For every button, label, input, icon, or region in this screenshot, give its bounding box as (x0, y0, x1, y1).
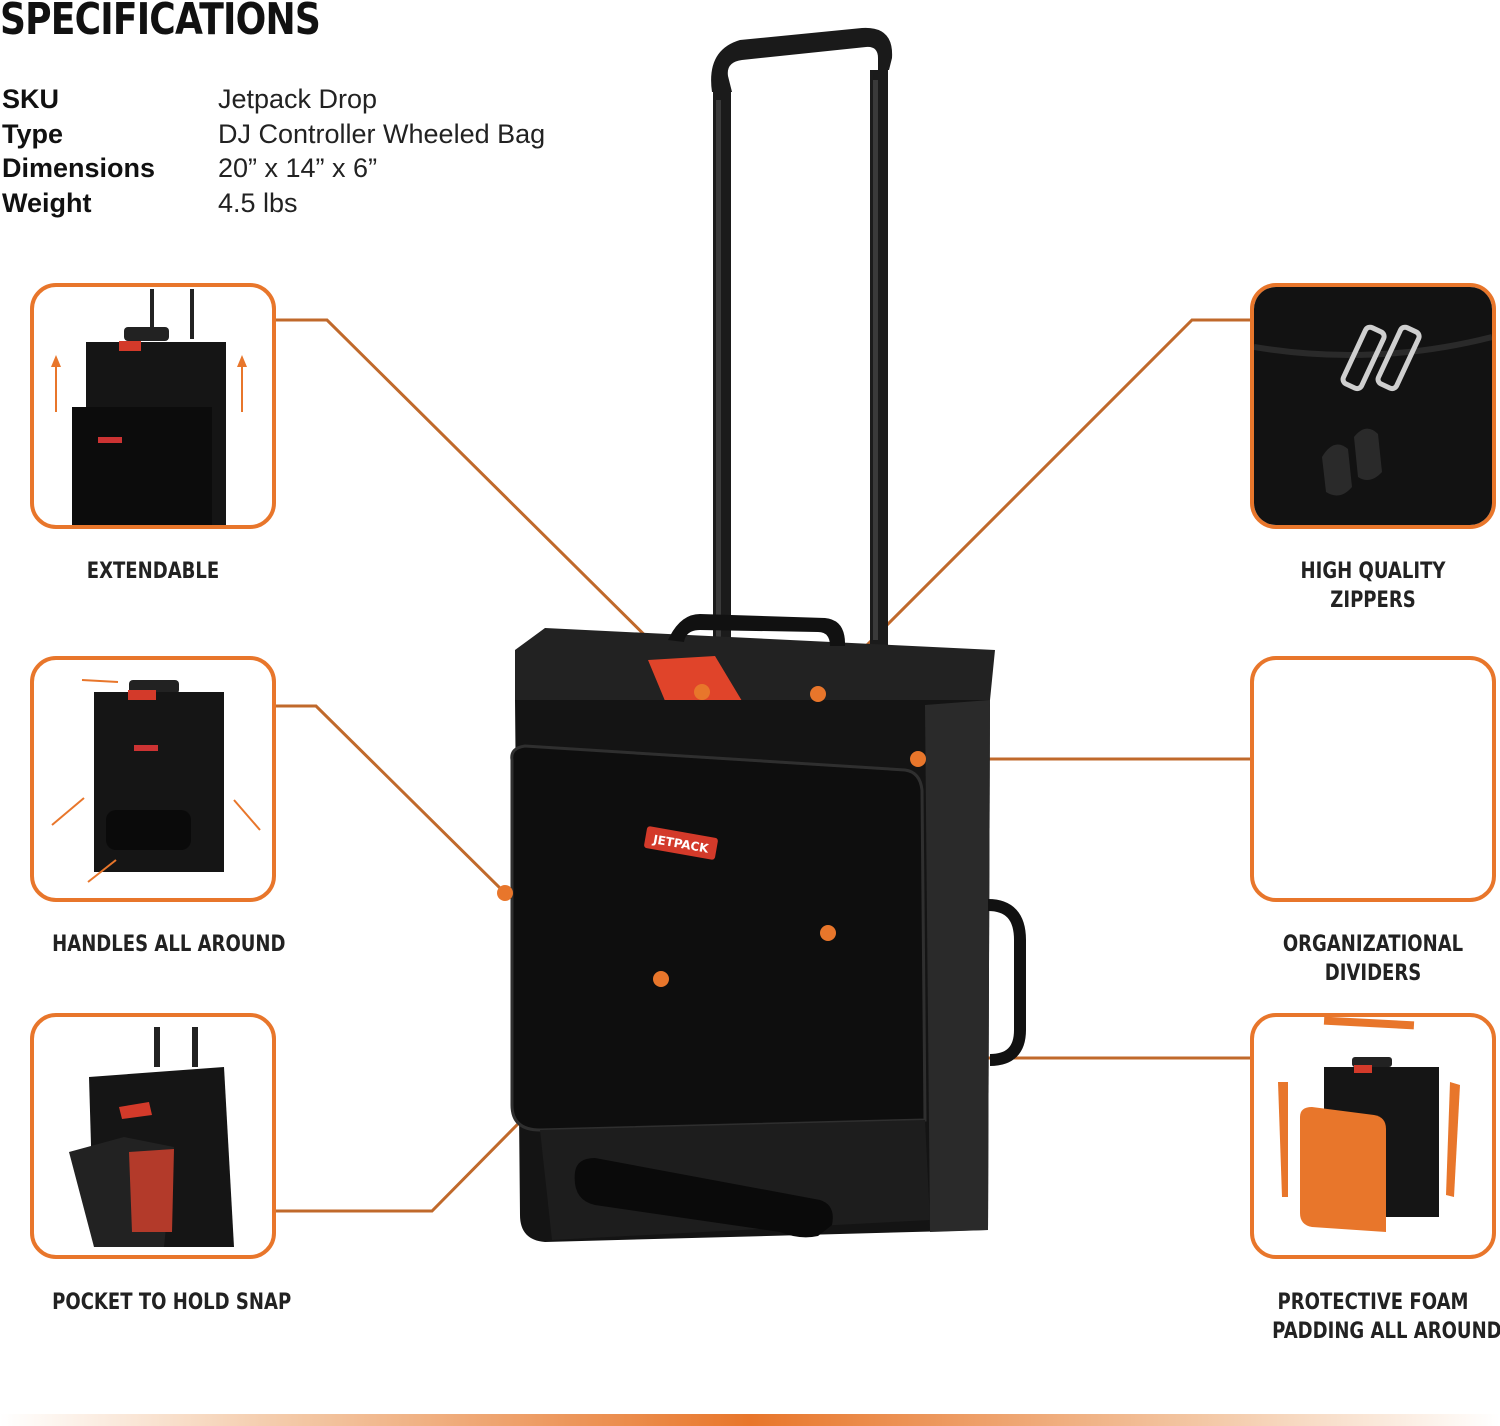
red-tag (648, 656, 745, 708)
spec-key-type: Type (2, 119, 64, 149)
callout-dots (497, 684, 926, 987)
spec-value-sku: Jetpack Drop (218, 84, 378, 114)
foam-image-box (1250, 1013, 1496, 1259)
spec-key-sku: SKU (2, 84, 60, 114)
dividers-label-line1: ORGANIZATIONAL (1282, 932, 1464, 957)
pocket-image-box (30, 1013, 276, 1259)
pocket-thumbnail (69, 1027, 234, 1247)
zippers-label-line2: ZIPPERS (1330, 588, 1416, 613)
handles-thumbnail (51, 679, 261, 883)
extendable-image-box (30, 283, 276, 529)
dividers-label: ORGANIZATIONAL DIVIDERS (1272, 930, 1474, 988)
dividers-label-line2: DIVIDERS (1324, 961, 1422, 986)
handles-label: HANDLES ALL AROUND (52, 932, 286, 957)
page-title: SPECIFICATIONS (0, 0, 321, 45)
dividers-image-box (1250, 656, 1496, 902)
spec-value-weight: 4.5 lbs (218, 188, 298, 218)
zippers-image-box (1250, 283, 1496, 529)
foam-label-line1: PROTECTIVE FOAM (1277, 1290, 1469, 1315)
foam-label: PROTECTIVE FOAM PADDING ALL AROUND (1272, 1288, 1500, 1346)
handles-image-box (30, 656, 276, 902)
zippers-thumbnail (1254, 287, 1492, 525)
zippers-label: HIGH QUALITY ZIPPERS (1272, 557, 1474, 615)
bottom-accent-bar (0, 1414, 1500, 1426)
foam-thumbnail (1278, 1017, 1460, 1232)
spec-value-type: DJ Controller Wheeled Bag (218, 119, 546, 149)
extendable-thumbnail (51, 289, 247, 525)
spec-value-dimensions: 20” x 14” x 6” (218, 153, 378, 183)
pocket-label: POCKET TO HOLD SNAP (52, 1290, 292, 1315)
zippers-label-line1: HIGH QUALITY (1300, 559, 1446, 584)
foam-label-line2: PADDING ALL AROUND (1272, 1319, 1500, 1344)
spec-key-weight: Weight (2, 188, 92, 218)
extendable-label: EXTENDABLE (86, 559, 220, 584)
spec-key-dimensions: Dimensions (2, 153, 156, 183)
